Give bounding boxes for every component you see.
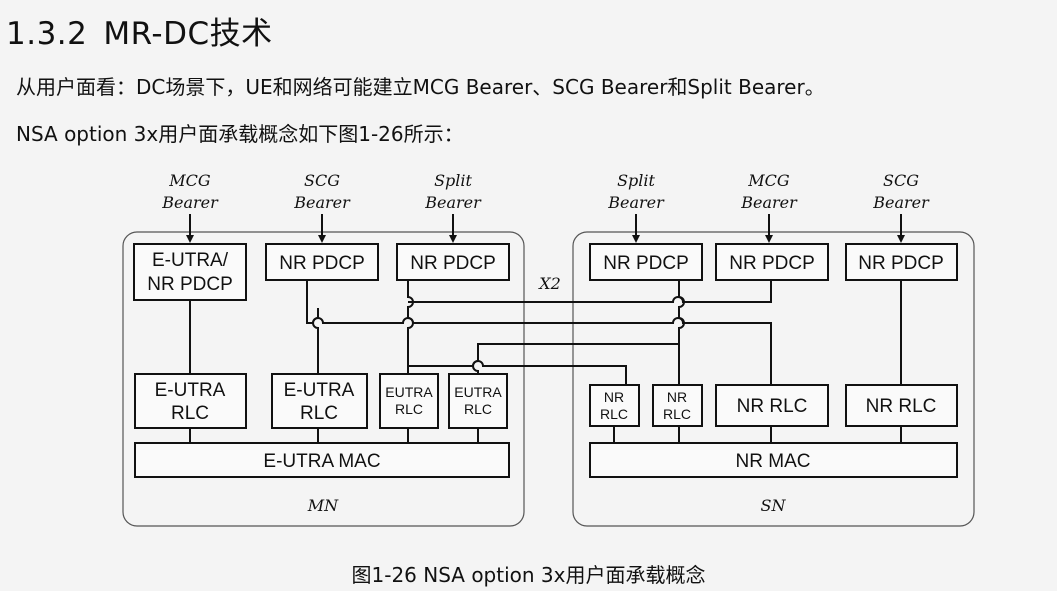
mn-rlc-2-line1: E-UTRA [284, 380, 355, 401]
mn-pdcp-2-label: NR PDCP [279, 253, 365, 274]
section-title: MR-DC技术 [103, 16, 273, 52]
sn-scg-bearer-label-2: Bearer [872, 193, 930, 212]
mn-eutra-mac-box [134, 442, 510, 478]
section-number: 1.3.2 [6, 16, 88, 52]
svg-text:E-UTRA: E-UTRA [155, 380, 226, 401]
svg-text:E-UTRA: E-UTRA [284, 380, 355, 401]
mn-rlc-3-line1: EUTRA [385, 384, 433, 400]
sn-nr-rlc-box-3 [715, 384, 829, 427]
mn-split-bearer-label: Split [434, 171, 472, 190]
mn-pdcp-3-label: NR PDCP [410, 253, 496, 274]
svg-text:RLC: RLC [171, 403, 209, 424]
svg-text:NR: NR [667, 389, 687, 405]
mn-nr-pdcp-box-2 [396, 243, 510, 281]
sn-pdcp-3-label: NR PDCP [858, 253, 944, 274]
svg-text:NR MAC: NR MAC [736, 451, 811, 472]
sn-mac-label: NR MAC [736, 451, 811, 472]
sn-rlc-1-line1: NR [604, 389, 624, 405]
section-heading: 1.3.2 MR-DC技术 [6, 8, 273, 53]
mn-split-to-sn-link [408, 360, 627, 385]
sn-scg-bearer-label: SCG [883, 171, 919, 190]
mn-scg-pdcp-link [306, 280, 772, 385]
sn-nr-rlc-box-4 [845, 384, 958, 427]
mn-scg-bearer-label: SCG [304, 171, 340, 190]
mn-split-bearer-label-2: Bearer [424, 193, 482, 212]
svg-text:NR PDCP: NR PDCP [729, 253, 815, 274]
sn-nr-pdcp-box-3 [845, 243, 958, 281]
mn-eutra-rlc-box-3 [379, 373, 439, 429]
sn-rlc-2-line1: NR [667, 389, 687, 405]
mn-rlc-4-line2: RLC [464, 401, 492, 417]
sn-mcg-bearer-label: MCG [747, 171, 790, 190]
mn-mac-label: E-UTRA MAC [263, 451, 380, 472]
mn-rlc-1-line2: RLC [171, 403, 209, 424]
mn-eutra-rlc-box-4 [448, 373, 508, 429]
mn-eutra-rlc-box-1 [134, 373, 247, 429]
sn-nr-pdcp-box-1 [589, 243, 703, 281]
svg-text:E-UTRA MAC: E-UTRA MAC [263, 451, 380, 472]
svg-text:NR PDCP: NR PDCP [410, 253, 496, 274]
svg-text:NR RLC: NR RLC [737, 396, 808, 417]
sn-nr-rlc-box-2 [652, 384, 703, 427]
svg-text:EUTRA: EUTRA [385, 384, 433, 400]
svg-text:NR RLC: NR RLC [866, 396, 937, 417]
mn-eutra-nr-pdcp-box [133, 243, 247, 301]
sn-rlc-4-label: NR RLC [866, 396, 937, 417]
figure-caption: 图1-26 NSA option 3x用户面承载概念 [351, 563, 706, 587]
sn-split-bearer-label: Split [617, 171, 655, 190]
mn-rlc-4-line1: EUTRA [454, 384, 502, 400]
mn-rlc-2-line2: RLC [300, 403, 338, 424]
sn-pdcp-1-label: NR PDCP [603, 253, 689, 274]
svg-text:RLC: RLC [663, 406, 691, 422]
svg-text:E-UTRA/: E-UTRA/ [152, 250, 229, 271]
mn-scg-bearer-label-2: Bearer [293, 193, 351, 212]
sn-rlc-1-line2: RLC [600, 406, 628, 422]
mn-mcg-bearer-label: MCG [168, 171, 211, 190]
mn-mcg-bearer-label-2: Bearer [161, 193, 219, 212]
sn-nr-mac-box [589, 442, 958, 478]
sn-label: SN [761, 496, 787, 515]
mn-nr-pdcp-box-1 [265, 243, 379, 281]
svg-text:RLC: RLC [300, 403, 338, 424]
mn-label: MN [307, 496, 339, 515]
sn-pdcp-2-label: NR PDCP [729, 253, 815, 274]
mn-rlc-1-line1: E-UTRA [155, 380, 226, 401]
sn-nr-rlc-box-1 [589, 384, 640, 427]
paragraph-figure-intro: NSA option 3x用户面承载概念如下图1-26所示： [16, 122, 464, 146]
sn-nr-pdcp-box-2 [715, 243, 829, 281]
sn-container [572, 231, 975, 527]
sn-rlc-2-line2: RLC [663, 406, 691, 422]
sn-split-bearer-label-2: Bearer [607, 193, 665, 212]
svg-text:EUTRA: EUTRA [454, 384, 502, 400]
svg-text:NR: NR [604, 389, 624, 405]
mn-rlc-3-line2: RLC [395, 401, 423, 417]
svg-text:RLC: RLC [464, 401, 492, 417]
svg-text:RLC: RLC [395, 401, 423, 417]
svg-text:NR PDCP: NR PDCP [279, 253, 365, 274]
sn-rlc-3-label: NR RLC [737, 396, 808, 417]
svg-text:RLC: RLC [600, 406, 628, 422]
mn-pdcp-1-line2: NR PDCP [147, 274, 233, 295]
svg-text:NR PDCP: NR PDCP [147, 274, 233, 295]
mn-eutra-rlc-box-2 [271, 373, 368, 429]
mn-pdcp-1-line1: E-UTRA/ [152, 250, 229, 271]
x2-interface-label: X2 [537, 274, 561, 293]
paragraph-user-plane: 从用户面看：DC场景下，UE和网络可能建立MCG Bearer、SCG Bear… [16, 75, 825, 99]
svg-text:NR PDCP: NR PDCP [603, 253, 689, 274]
sn-mcg-bearer-label-2: Bearer [740, 193, 798, 212]
svg-text:NR PDCP: NR PDCP [858, 253, 944, 274]
mn-container [122, 231, 525, 527]
